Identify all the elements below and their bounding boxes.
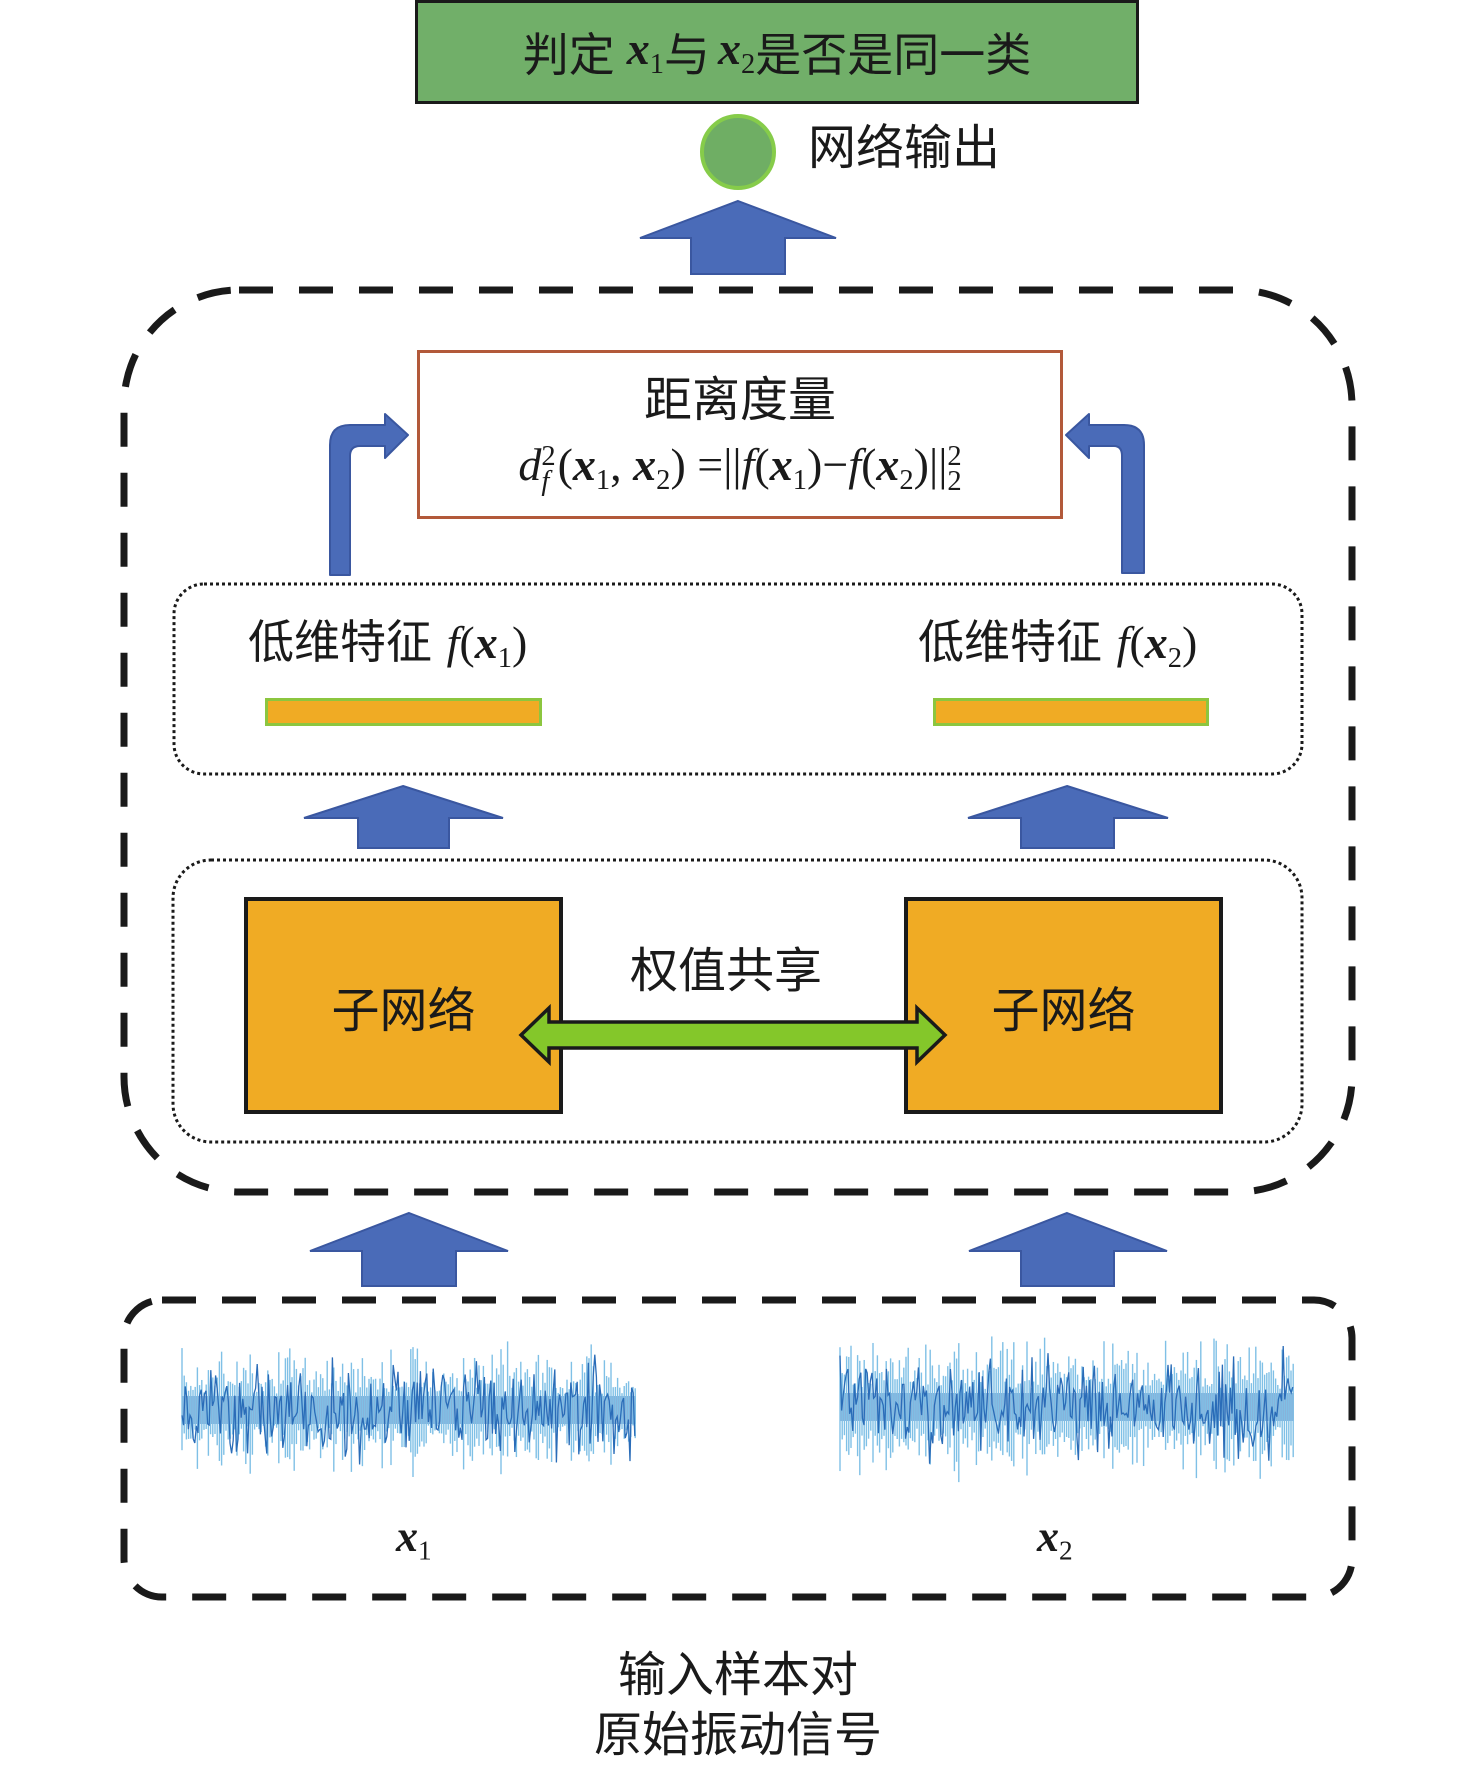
up-arrow-icon: [967, 784, 1169, 849]
up-arrow-icon: [309, 1211, 509, 1287]
up-arrow-icon: [968, 1211, 1168, 1287]
input-caption: 输入样本对 原始振动信号: [0, 1645, 1476, 1765]
decision-middle: 与: [664, 28, 710, 82]
signal-label-x1: x1: [396, 1512, 432, 1566]
caption-line-1: 输入样本对: [617, 1647, 858, 1703]
decision-var-1: x1: [626, 23, 664, 81]
caption-line-2: 原始振动信号: [593, 1707, 882, 1763]
feature-label-2: 低维特征 f(x2): [918, 615, 1198, 675]
subnetwork-container: [171, 858, 1304, 1144]
decision-var-2: x2: [718, 23, 756, 81]
up-arrow-icon: [639, 199, 837, 275]
weight-sharing-label: 权值共享: [630, 943, 823, 999]
signal-waveform-x2: [839, 1336, 1294, 1483]
waveform-trace: [839, 1345, 1294, 1464]
subnetwork-label: 子网络: [991, 982, 1136, 1039]
subnetwork-box-1: 子网络: [244, 897, 563, 1114]
signal-label-x2: x2: [1037, 1512, 1073, 1566]
decision-prefix: 判定: [522, 28, 615, 82]
signal-waveform-x1: [181, 1341, 636, 1478]
feature-vector-bar-2: [933, 698, 1209, 726]
waveform-trace: [181, 1354, 636, 1465]
bent-arrow-left-icon: [1065, 413, 1145, 574]
decision-box: 判定 x1 与 x2 是否是同一类: [415, 0, 1139, 104]
feature-label-1: 低维特征 f(x1): [248, 615, 528, 675]
bent-arrow-right-icon: [329, 413, 409, 576]
distance-metric-title: 距离度量: [643, 372, 836, 428]
network-output-label: 网络输出: [808, 120, 1001, 176]
decision-suffix: 是否是同一类: [755, 28, 1032, 82]
siamese-network-container: [120, 286, 1356, 1196]
subnetwork-box-2: 子网络: [904, 897, 1223, 1114]
feature-vector-bar-1: [265, 698, 542, 726]
network-output-node: [700, 114, 776, 190]
feature-container: [172, 582, 1304, 776]
up-arrow-icon: [303, 784, 504, 849]
input-pair-container: [120, 1296, 1356, 1601]
subnetwork-label: 子网络: [331, 982, 476, 1039]
